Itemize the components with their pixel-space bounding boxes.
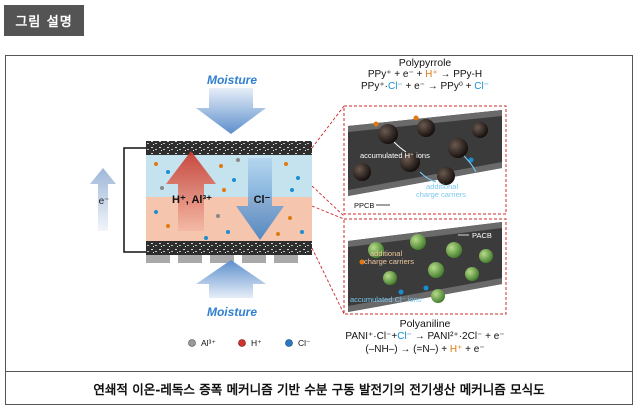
electron-flow-arrow bbox=[90, 168, 116, 231]
moisture-bottom-arrow bbox=[196, 260, 266, 298]
bottom-electrode-layer bbox=[146, 241, 312, 255]
figure-caption: 연쇄적 이온-레독스 증폭 메커니즘 기반 수분 구동 발전기의 전기생산 메커… bbox=[93, 381, 545, 397]
electron-label: e⁻ bbox=[99, 196, 110, 207]
accumulated-cl-label: accumulated Cl⁻ ions bbox=[350, 295, 422, 304]
anion-flow-arrow bbox=[236, 158, 284, 240]
polyaniline-layer bbox=[146, 197, 312, 241]
cation-label: H⁺, Al³⁺ bbox=[172, 194, 212, 206]
legend-cl-dot bbox=[285, 339, 293, 347]
polyaniline-inset: PACB additional charge carriers accumula… bbox=[343, 218, 507, 315]
legend-al-dot bbox=[188, 339, 196, 347]
zoom-line bbox=[311, 105, 345, 149]
caption-divider bbox=[5, 371, 633, 372]
external-circuit-wire bbox=[123, 147, 151, 253]
legend-h-dot bbox=[238, 339, 246, 347]
moisture-bottom-label: Moisture bbox=[207, 305, 257, 319]
legend-cl-label: Cl⁻ bbox=[298, 338, 311, 348]
pacb-label: PACB bbox=[472, 231, 492, 240]
polypyrrole-inset: accumulated H⁺ ions additional charge ca… bbox=[343, 105, 507, 215]
figure-panel: Moisture e⁻ H⁺, Al³⁺ Cl⁻ bbox=[5, 55, 633, 405]
polyaniline-eq2: (–NH–) → (=N–) + H⁺ + e⁻ bbox=[365, 344, 485, 355]
legend-h-label: H⁺ bbox=[251, 338, 262, 348]
zoom-line bbox=[311, 185, 345, 217]
polypyrrole-eq1: PPy⁺ + e⁻ + H⁺ → PPy-H bbox=[367, 69, 483, 80]
mechanism-diagram: Moisture e⁻ H⁺, Al³⁺ Cl⁻ bbox=[90, 73, 507, 348]
legend-al-label: Al³⁺ bbox=[201, 338, 216, 348]
zoom-line bbox=[311, 205, 345, 220]
top-electrode-layer bbox=[146, 141, 312, 155]
accumulated-h-label: accumulated H⁺ ions bbox=[360, 151, 430, 160]
substrate-tab bbox=[242, 255, 266, 263]
polypyrrole-layer bbox=[146, 155, 312, 197]
substrate-tab bbox=[274, 255, 298, 263]
polyaniline-title: Polyaniline bbox=[399, 318, 451, 330]
additional-charge-label-ppy: additional charge carriers bbox=[416, 182, 466, 199]
cation-flow-arrow bbox=[166, 151, 216, 231]
header-tag: 그림 설명 bbox=[4, 5, 84, 36]
polypyrrole-title: Polypyrrole bbox=[398, 57, 452, 69]
moisture-top-arrow bbox=[196, 88, 266, 134]
substrate-tab bbox=[146, 255, 170, 263]
polyaniline-eq1: PANI⁺·Cl⁻+Cl⁻ → PANI²⁺·2Cl⁻ + e⁻ bbox=[345, 331, 505, 342]
ion-particles bbox=[154, 158, 304, 240]
substrate-tab bbox=[178, 255, 202, 263]
moisture-top-label: Moisture bbox=[207, 73, 257, 87]
ppcb-label: PPCB bbox=[354, 201, 374, 210]
substrate-tab bbox=[210, 255, 234, 263]
additional-charge-label-pani: additional charge carriers bbox=[364, 249, 414, 266]
anion-label: Cl⁻ bbox=[254, 194, 271, 206]
zoom-line bbox=[311, 247, 345, 315]
polypyrrole-eq2: PPy⁺·Cl⁻ + e⁻ → PPy⁰ + Cl⁻ bbox=[361, 81, 489, 92]
